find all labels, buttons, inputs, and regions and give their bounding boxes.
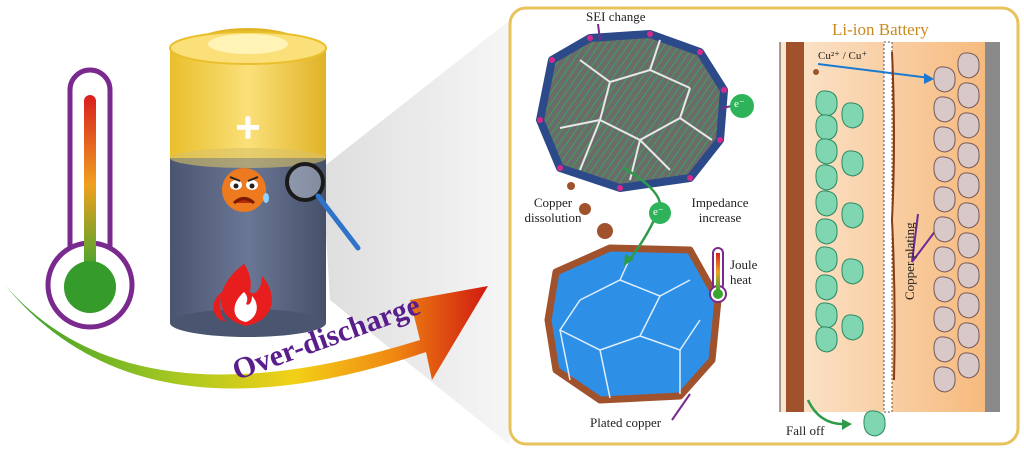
copper-sphere <box>567 182 575 190</box>
cathode-particle <box>957 52 980 79</box>
copper-label-line2: dissolution <box>524 209 582 225</box>
copper-ion <box>813 69 819 75</box>
electron-icon <box>721 94 754 118</box>
anode-particles <box>815 90 886 437</box>
cathode-particle <box>957 262 980 289</box>
impedance-label-line1: Impedance <box>691 195 749 210</box>
electron-label: e⁻ <box>653 206 664 218</box>
anode-particle <box>841 102 864 129</box>
li-ion-battery-title: Li-ion Battery <box>832 20 929 39</box>
copper-dissolution-label: Copper dissolution <box>518 195 588 226</box>
cathode-particle <box>933 366 956 393</box>
joule-label-line1: Joule <box>730 257 758 272</box>
copper-sphere <box>597 223 613 239</box>
arrowhead <box>924 73 934 84</box>
copper-label-line1: Copper <box>533 195 573 210</box>
impedance-label-line2: increase <box>698 209 742 225</box>
arrowhead <box>624 254 634 266</box>
copper-plated-particle <box>544 244 722 404</box>
impedance-increase-label: Impedance increase <box>680 195 760 226</box>
cathode-particle <box>933 156 956 183</box>
cathode-particle <box>957 82 980 109</box>
anode-particle <box>815 246 838 273</box>
cathode-particle <box>957 172 980 199</box>
joule-heat-label: Joule heat <box>730 257 758 288</box>
cathode-particle <box>957 292 980 319</box>
copper-plating-label: Copper plating <box>902 222 917 300</box>
electron-icon <box>649 202 671 224</box>
cathode-particle <box>933 306 956 333</box>
fallen-particle <box>863 410 886 437</box>
cathode-particle <box>933 96 956 123</box>
anode-particle <box>841 202 864 229</box>
anode-particle <box>841 314 864 341</box>
sei-change-label: SEI change <box>586 9 646 24</box>
cathode-particle <box>957 322 980 349</box>
cathode-particles <box>933 52 980 393</box>
anode-particle <box>815 164 838 191</box>
anode-particle <box>815 326 838 353</box>
cathode-particle <box>933 126 956 153</box>
cathode-particle <box>957 232 980 259</box>
joule-label-line2: heat <box>730 271 752 287</box>
zoom-wedge <box>322 20 510 445</box>
anode-particle <box>841 150 864 177</box>
anode-particle <box>815 302 838 329</box>
electron-label: e⁻ <box>734 98 745 110</box>
thermometer-icon <box>45 67 135 330</box>
anode-particle <box>815 114 838 141</box>
anode-particle <box>815 274 838 301</box>
fall-off-label: Fall off <box>786 423 825 438</box>
sei-pointer <box>597 23 601 41</box>
arrowhead <box>842 419 852 430</box>
cathode-particle <box>957 202 980 229</box>
magnifier-icon <box>285 162 361 251</box>
plated-pointer <box>671 393 691 421</box>
anode-particle <box>815 190 838 217</box>
copper-plating-layer <box>890 51 896 381</box>
graphite-particle <box>536 30 728 192</box>
anode-particle <box>815 90 838 117</box>
cathode-particle <box>957 142 980 169</box>
joule-heat-thermometer-icon <box>709 247 727 303</box>
cathode-particle <box>933 276 956 303</box>
anode-particle <box>815 218 838 245</box>
anode-particle <box>841 258 864 285</box>
ion-arrow <box>817 63 931 79</box>
copper-sphere <box>579 203 591 215</box>
plated-copper-label: Plated copper <box>590 415 662 430</box>
cathode-particle <box>933 246 956 273</box>
anode-particle <box>815 138 838 165</box>
cathode-particle <box>933 186 956 213</box>
copper-ion-label: Cu²⁺ / Cu⁺ <box>818 50 868 62</box>
over-discharge-arrow <box>5 285 488 389</box>
plus-symbol: + <box>235 103 261 152</box>
cathode-particle <box>957 112 980 139</box>
sad-face-icon <box>222 168 269 212</box>
cathode-particle <box>933 66 956 93</box>
flame-icon <box>213 264 272 326</box>
cathode-particle <box>933 336 956 363</box>
cathode-particle <box>933 216 956 243</box>
cathode-particle <box>957 352 980 379</box>
